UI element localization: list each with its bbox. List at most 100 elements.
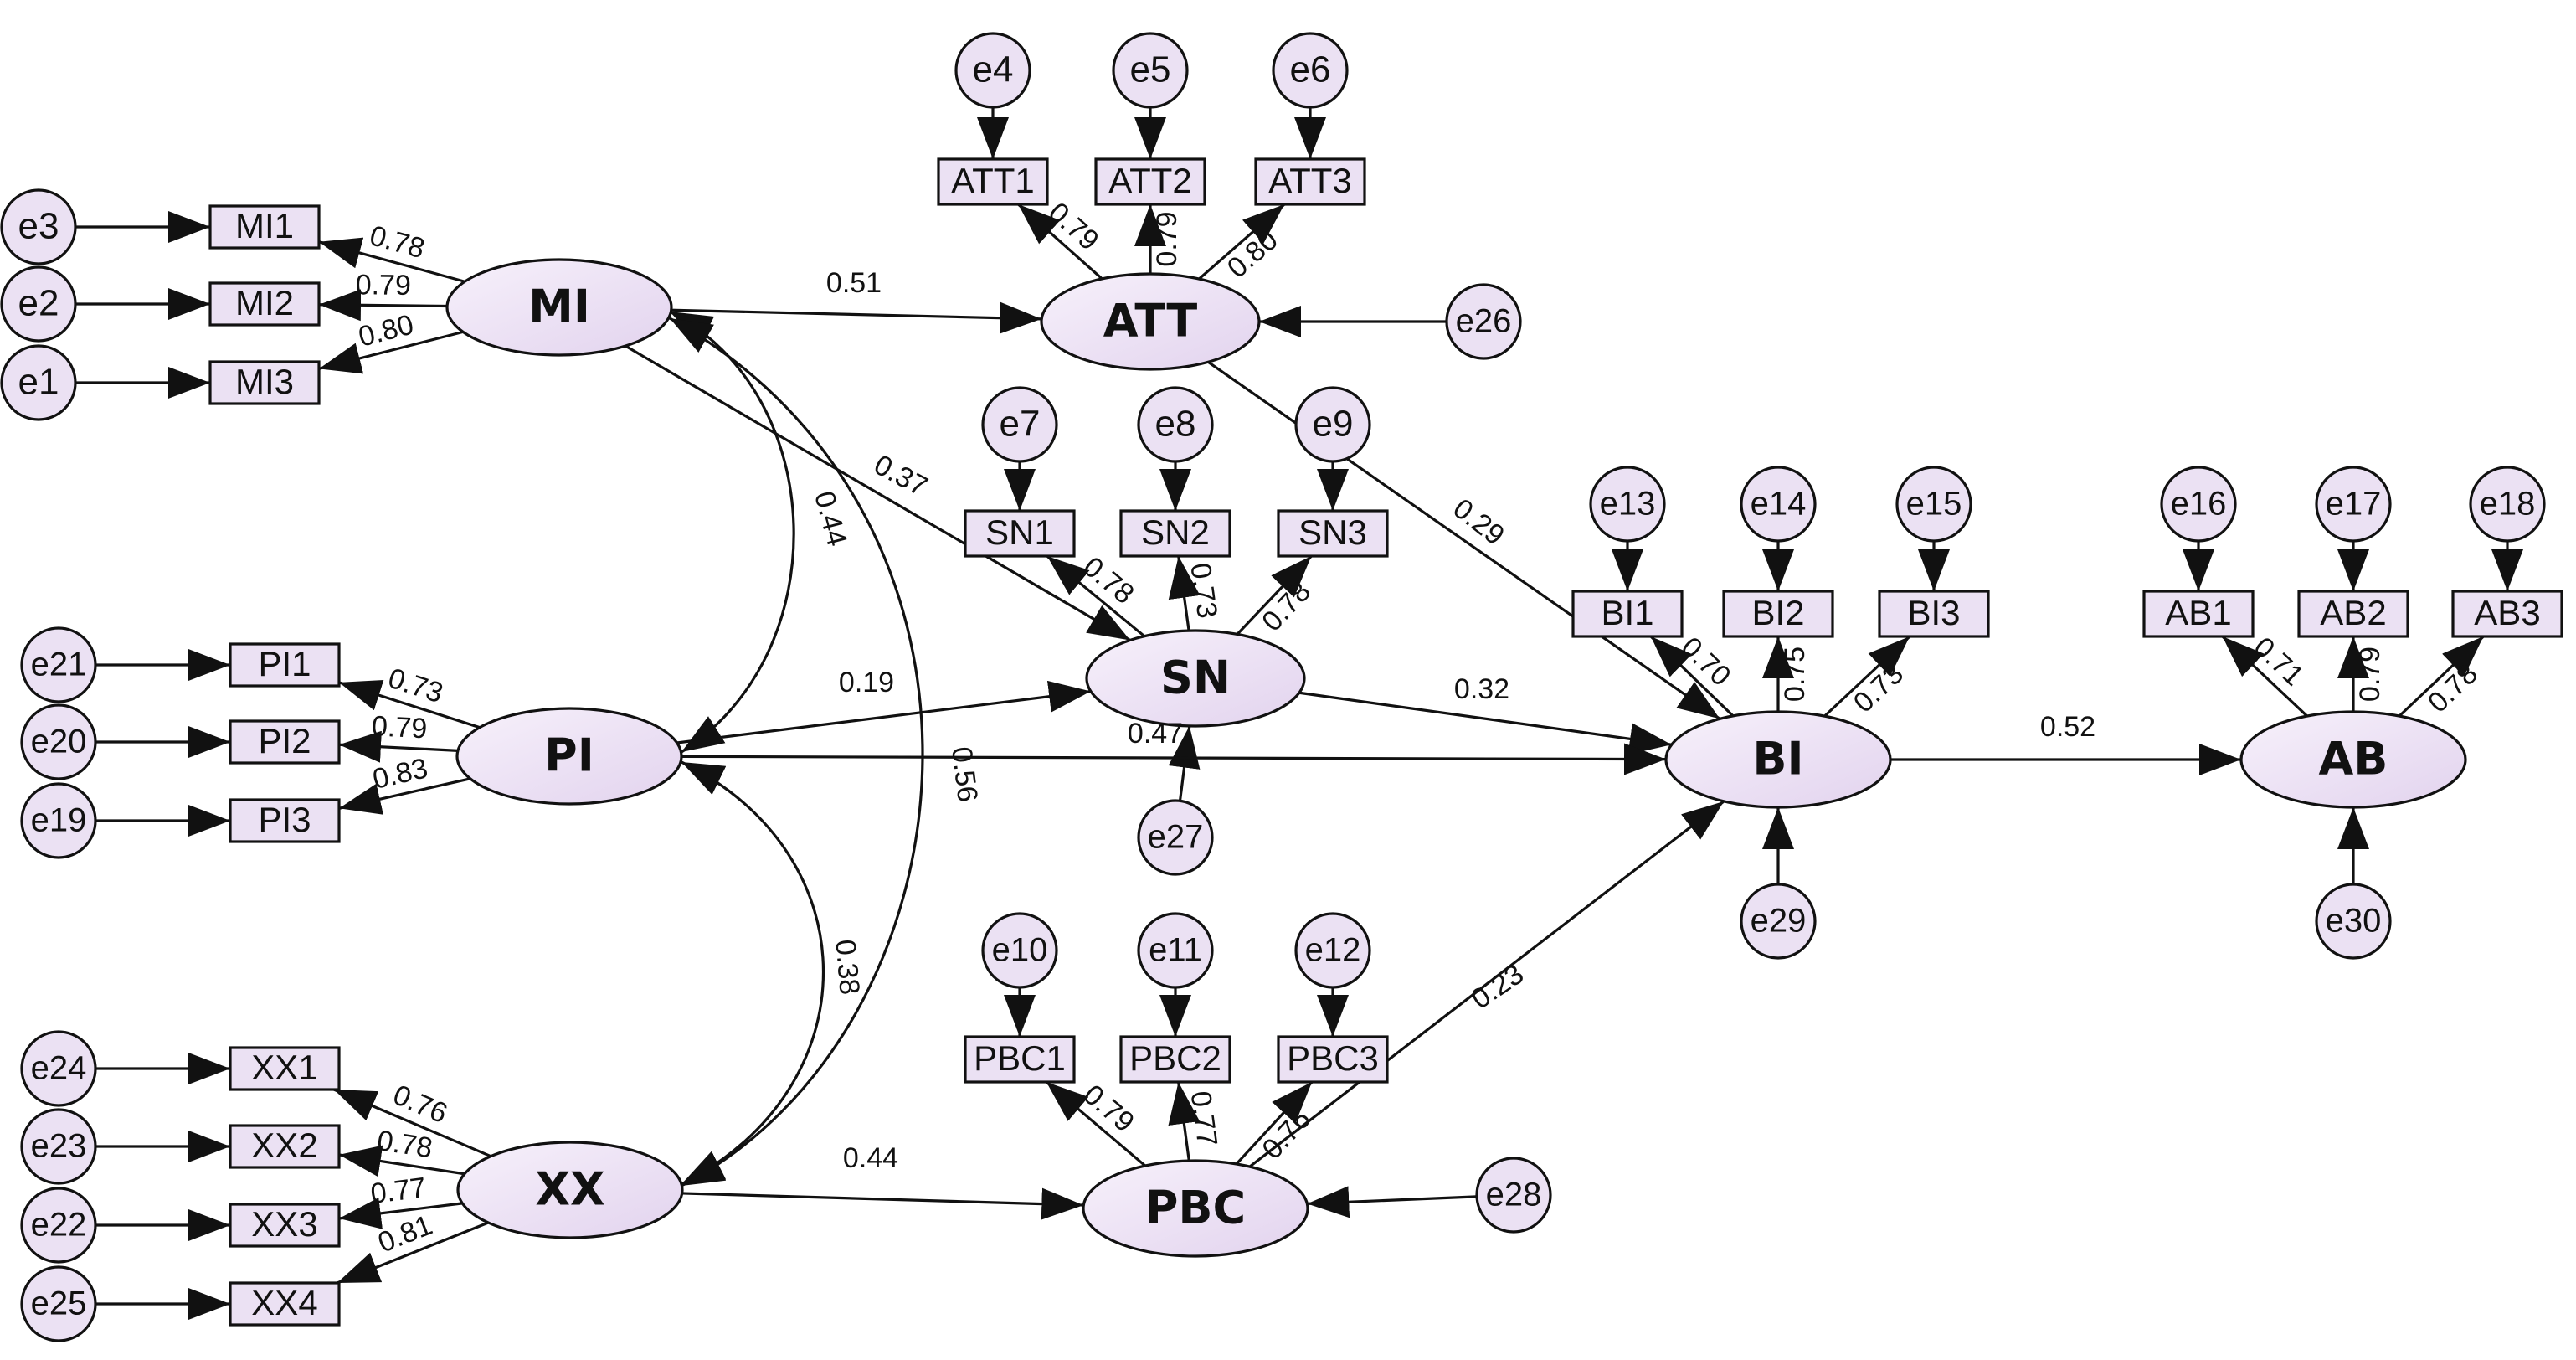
path-coef-att-bi: 0.29	[1447, 492, 1510, 552]
latent-sn: SN	[1085, 629, 1306, 728]
error-arrow-e27-sn	[1168, 725, 1201, 801]
loading-arrow-ab1	[2221, 635, 2308, 718]
error-e14: e14	[1740, 466, 1817, 543]
error-e16: e16	[2160, 466, 2237, 543]
indicator-mi1: MI1	[208, 204, 321, 250]
error-label-e19: e19	[31, 802, 87, 839]
loading-arrow-pi1	[338, 680, 481, 729]
path-arrow-mi-att	[671, 301, 1042, 334]
latent-label-att: ATT	[1103, 295, 1198, 348]
latent-label-bi: BI	[1752, 733, 1803, 786]
path-arrow-pi-bi	[681, 743, 1667, 775]
loading-arrow-pi2	[338, 730, 458, 763]
indicator-mi3: MI3	[208, 360, 321, 405]
indicator-bi2: BI2	[1722, 590, 1834, 638]
loading-coef-xx2: 0.78	[375, 1125, 434, 1165]
error-label-e7: e7	[1000, 404, 1041, 445]
loading-arrow-pi3	[338, 777, 471, 815]
error-label-e20: e20	[31, 724, 87, 760]
indicator-label-bi2: BI2	[1751, 593, 1804, 632]
loading-coef-xx1: 0.76	[388, 1079, 452, 1130]
indicator-label-att3: ATT3	[1268, 161, 1352, 200]
loading-coef-sn1: 0.78	[1077, 551, 1139, 610]
loading-arrow-ab3	[2398, 635, 2485, 718]
indicator-label-mi3: MI3	[235, 362, 294, 401]
error-label-e3: e3	[18, 206, 59, 247]
indicator-pi1: PI1	[229, 642, 341, 688]
indicator-ab1: AB1	[2142, 590, 2255, 638]
error-e17: e17	[2315, 466, 2392, 543]
covariance-coef-mi-xx: 0.56	[945, 745, 984, 804]
error-e4: e4	[954, 32, 1031, 109]
loading-coef-sn3: 0.78	[1256, 575, 1317, 637]
latent-att: ATT	[1040, 272, 1261, 371]
indicator-label-xx2: XX2	[251, 1126, 317, 1165]
error-label-e30: e30	[2326, 903, 2382, 940]
latent-label-pbc: PBC	[1145, 1182, 1246, 1234]
path-coef-sn-bi: 0.32	[1454, 673, 1509, 705]
loading-coef-sn2: 0.73	[1184, 561, 1223, 621]
indicator-bi1: BI1	[1571, 590, 1684, 638]
path-arrow-att-bi	[1207, 360, 1721, 720]
indicator-label-xx3: XX3	[251, 1204, 317, 1244]
error-e11: e11	[1137, 912, 1214, 989]
indicator-pbc3: PBC3	[1277, 1035, 1389, 1084]
error-label-e23: e23	[31, 1128, 87, 1165]
error-e30: e30	[2315, 883, 2392, 960]
indicator-sn3: SN3	[1277, 509, 1389, 558]
path-coef-xx-pbc: 0.44	[843, 1142, 898, 1174]
covariance-arc-mi-xx	[669, 317, 924, 1187]
indicator-label-pi3: PI3	[258, 800, 311, 839]
indicator-att3: ATT3	[1254, 157, 1366, 206]
error-e2: e2	[0, 265, 77, 343]
error-label-e1: e1	[18, 362, 59, 403]
indicator-label-ab3: AB3	[2474, 593, 2540, 632]
loading-coef-att3: 0.80	[1221, 224, 1284, 284]
indicator-label-att1: ATT1	[951, 161, 1035, 200]
error-e24: e24	[20, 1030, 97, 1107]
latent-bi: BI	[1664, 710, 1892, 809]
latent-label-xx: XX	[535, 1163, 604, 1216]
error-label-e14: e14	[1751, 486, 1807, 523]
loading-coef-xx4: 0.81	[373, 1209, 437, 1260]
covariance-arc-mi-pi	[669, 310, 795, 754]
error-label-e17: e17	[2326, 486, 2382, 523]
error-label-e25: e25	[31, 1285, 87, 1322]
indicator-label-sn2: SN2	[1141, 513, 1210, 552]
error-e28: e28	[1475, 1157, 1552, 1234]
path-coef-mi-att: 0.51	[826, 267, 882, 299]
loading-coef-mi2: 0.79	[355, 269, 411, 301]
error-label-e22: e22	[31, 1207, 87, 1244]
indicator-label-att2: ATT2	[1108, 161, 1192, 200]
error-label-e13: e13	[1600, 486, 1656, 523]
path-coef-pi-sn: 0.19	[839, 667, 894, 698]
indicator-att1: ATT1	[937, 157, 1049, 206]
indicator-mi2: MI2	[208, 281, 321, 327]
path-coef-pi-bi: 0.47	[1128, 718, 1183, 750]
error-label-e2: e2	[18, 283, 59, 324]
error-label-e16: e16	[2171, 486, 2227, 523]
loading-coef-pi1: 0.73	[384, 662, 447, 709]
latent-xx: XX	[456, 1141, 684, 1239]
loading-arrow-xx4	[337, 1221, 489, 1285]
latent-label-pi: PI	[544, 729, 594, 782]
loading-arrow-bi3	[1823, 635, 1911, 718]
covariance-coef-pi-xx: 0.38	[829, 938, 866, 996]
loading-coef-ab3: 0.78	[2422, 657, 2484, 719]
indicator-label-bi3: BI3	[1907, 593, 1960, 632]
indicator-xx1: XX1	[229, 1046, 341, 1091]
indicator-label-mi1: MI1	[235, 206, 294, 245]
latent-label-mi: MI	[528, 281, 590, 333]
indicator-label-xx1: XX1	[251, 1048, 317, 1087]
error-e15: e15	[1895, 466, 1972, 543]
loading-arrow-pbc2	[1168, 1081, 1201, 1162]
error-e1: e1	[0, 344, 77, 421]
loading-coef-pbc2: 0.77	[1185, 1090, 1224, 1149]
error-label-e24: e24	[31, 1050, 87, 1087]
loading-arrow-mi2	[318, 289, 448, 322]
path-coef-pbc-bi: 0.23	[1466, 958, 1530, 1016]
error-e19: e19	[20, 782, 97, 859]
error-label-e21: e21	[31, 647, 87, 683]
latent-label-sn: SN	[1160, 652, 1231, 704]
